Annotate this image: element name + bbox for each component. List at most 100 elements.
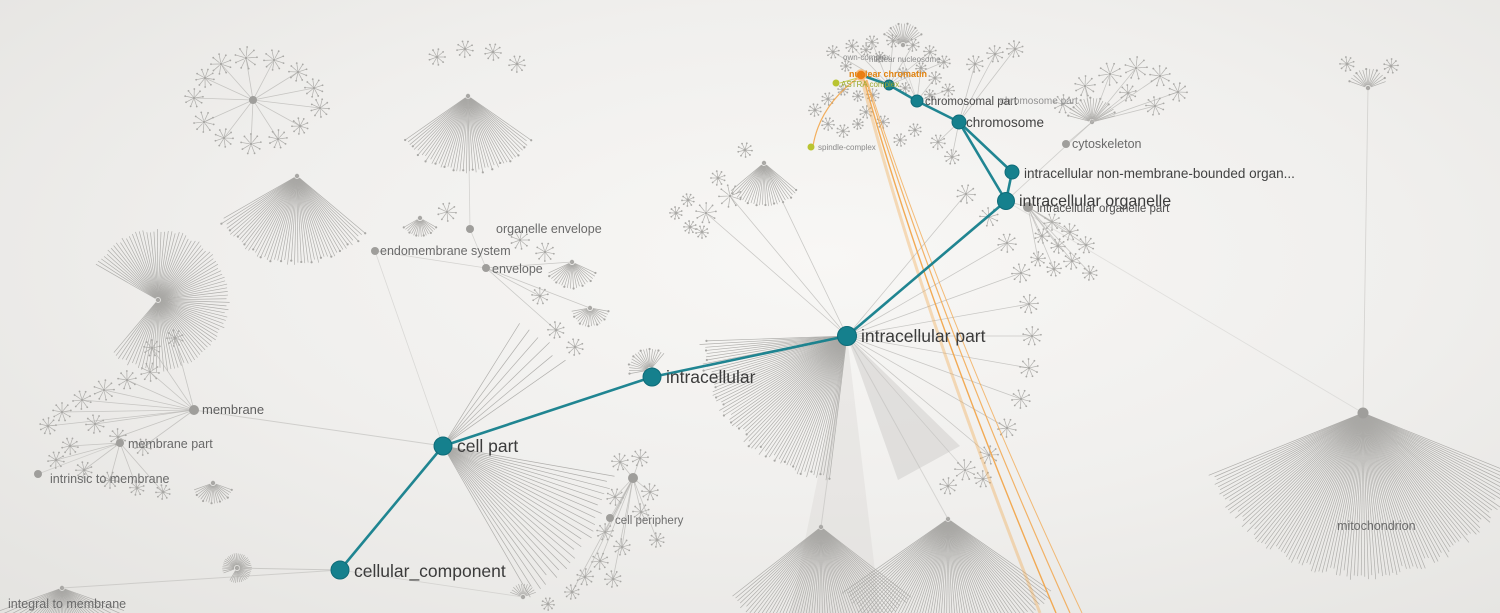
label-cytoskeleton[interactable]: cytoskeleton (1072, 137, 1142, 151)
label-intracellular-organelle-part[interactable]: intracellular organelle part (1037, 203, 1170, 215)
node-organelle-envelope[interactable] (466, 225, 474, 233)
label-own-complex[interactable]: own-complex (843, 53, 890, 62)
node-cellular-component[interactable] (330, 560, 350, 580)
label-membrane[interactable]: membrane (202, 402, 264, 417)
leaf-burst-icon (240, 133, 262, 155)
leaf-cluster (826, 34, 951, 86)
leaf-burst-icon (61, 437, 79, 455)
leaf-burst-icon (484, 43, 502, 61)
fan-cluster (95, 229, 230, 372)
fan-cluster (1208, 410, 1500, 580)
label-intracellular-nmb-organelle[interactable]: intracellular non-membrane-bounded organ… (1024, 166, 1295, 181)
leaf-burst-icon (966, 55, 984, 73)
label-chromosome[interactable]: chromosome (966, 115, 1044, 130)
highlight-path-edge (916, 99, 960, 124)
leaf-burst-icon (941, 83, 955, 97)
node-cytoskeleton[interactable] (1062, 140, 1070, 148)
fan-cluster (510, 583, 536, 600)
leaf-burst-icon (924, 89, 936, 101)
node-intracellular[interactable] (642, 367, 662, 387)
node-nuclear-chromatin[interactable] (855, 69, 867, 81)
highlight-path-edge (957, 121, 1008, 202)
node-intracellular-non-membrane-bounded-organelle[interactable] (1004, 164, 1020, 180)
label-astra-complex[interactable]: ASTRA complex (841, 80, 899, 89)
leaf-burst-icon (1168, 82, 1188, 102)
node-endomembrane-system[interactable] (371, 247, 379, 255)
node-chromosomal-part[interactable] (910, 94, 924, 108)
leaf-burst-icon (93, 379, 115, 401)
leaf-burst-icon (852, 90, 864, 102)
leaf-burst-icon (939, 477, 957, 495)
fan-cluster (404, 93, 533, 174)
node-membrane[interactable] (189, 405, 199, 415)
label-envelope[interactable]: envelope (492, 262, 543, 276)
leaf-burst-icon (291, 117, 309, 135)
leaf-burst-icon (1030, 251, 1046, 267)
node-cell-periphery[interactable] (606, 514, 614, 522)
leaf-burst-icon (937, 55, 951, 69)
leaf-burst-icon (52, 402, 72, 422)
leaf-burst-icon (541, 597, 555, 611)
leaf-burst-icon (956, 184, 976, 204)
node-membrane-part[interactable] (116, 439, 124, 447)
leaf-burst-icon (737, 142, 753, 158)
leaf-burst-icon (923, 45, 937, 59)
leaf-burst-icon (1011, 263, 1031, 283)
node-intracellular-part[interactable] (837, 326, 857, 346)
leaf-burst-icon (1383, 58, 1399, 74)
leaf-burst-icon (1011, 389, 1031, 409)
label-spindle-complex[interactable]: spindle-complex (818, 143, 876, 152)
leaf-burst-icon (606, 488, 624, 506)
highlight-orange-edge (865, 79, 1071, 613)
highlight-path-edge (442, 375, 653, 448)
node-spindle-complex[interactable] (807, 143, 815, 151)
graph-edge (469, 228, 487, 269)
label-integral-to-membrane[interactable]: integral to membrane (8, 597, 126, 611)
graph-edge (374, 250, 444, 447)
graph-edge (820, 335, 848, 528)
label-intracellular-organelle[interactable]: intracellular organelle (1019, 193, 1171, 210)
node-chromosome[interactable] (951, 114, 967, 130)
node-nuclear-cluster[interactable] (883, 79, 895, 91)
label-chromosomal-part[interactable]: chromosomal part (925, 96, 1018, 108)
leaf-burst-icon (710, 170, 726, 186)
leaf-burst-icon (859, 105, 873, 119)
node-intracellular-organelle[interactable] (997, 192, 1015, 210)
node-intracellular-organelle-part[interactable] (1023, 202, 1033, 212)
leaf-burst-icon (1063, 252, 1081, 270)
label-cell-periphery[interactable]: cell periphery (615, 515, 684, 527)
fan-cluster (220, 173, 367, 265)
leaf-burst-icon (874, 51, 886, 63)
leaf-burst-icon (547, 321, 565, 339)
highlight-path-edges (338, 73, 1014, 571)
label-intracellular[interactable]: intracellular (666, 367, 756, 387)
graph-edge (236, 567, 341, 571)
label-cell-part[interactable]: cell part (457, 436, 518, 456)
node-intrinsic-to-membrane[interactable] (34, 470, 42, 478)
leaf-burst-icon (669, 206, 683, 220)
leaf-burst-icon (1022, 326, 1042, 346)
label-membrane-part[interactable]: membrane part (128, 437, 213, 451)
label-endomembrane-system[interactable]: endomembrane system (380, 244, 511, 258)
label-cellular-component[interactable]: cellular_component (354, 561, 506, 582)
label-organelle-envelope[interactable]: organelle envelope (496, 222, 602, 236)
leaf-burst-icon (1077, 236, 1095, 254)
leaf-burst-icon (928, 71, 942, 85)
leaf-burst-icon (876, 115, 890, 129)
label-nuclear-chromatin[interactable]: nuclear chromatin (849, 69, 927, 79)
label-nuclear-nucleosome[interactable]: nuclear nucleosome (869, 55, 941, 64)
label-chromosome-part[interactable]: chromosome part (1000, 96, 1078, 107)
leaf-cluster (39, 329, 195, 456)
label-mitochondrion[interactable]: mitochondrion (1337, 519, 1416, 533)
node-envelope[interactable] (482, 264, 490, 272)
leaf-burst-icon (1019, 294, 1039, 314)
leaf-burst-icon (718, 184, 742, 208)
label-intracellular-part[interactable]: intracellular part (861, 326, 986, 346)
label-intrinsic-to-membrane[interactable]: intrinsic to membrane (50, 472, 170, 486)
node-cell-part[interactable] (433, 436, 453, 456)
node-mitochondrion[interactable] (1357, 407, 1369, 419)
leaf-burst-icon (852, 118, 864, 130)
leaf-burst-icon (304, 78, 324, 98)
node-astra-complex[interactable] (832, 79, 840, 87)
